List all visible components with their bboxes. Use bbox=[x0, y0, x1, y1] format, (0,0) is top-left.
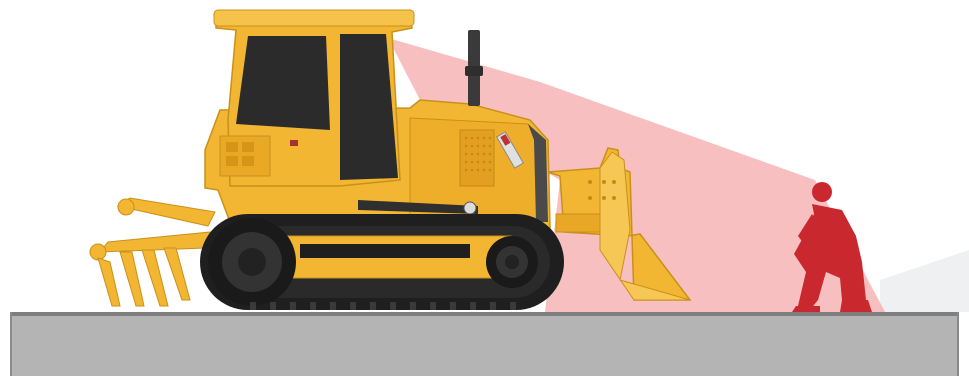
background-haze bbox=[880, 250, 969, 312]
crawler-track-icon bbox=[200, 214, 564, 310]
ripper-icon bbox=[90, 198, 215, 306]
ground-slab bbox=[10, 312, 959, 376]
cab-window-rear bbox=[236, 36, 330, 130]
cab-roof bbox=[214, 10, 414, 26]
